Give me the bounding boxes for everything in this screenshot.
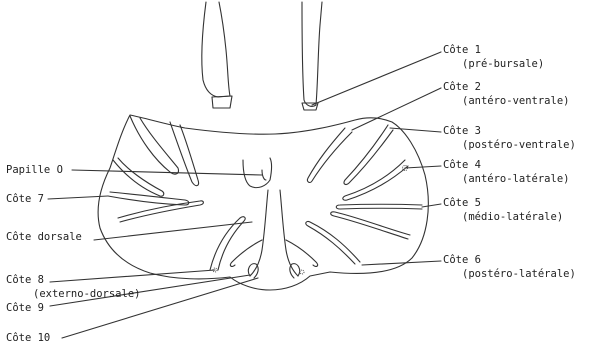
label-cote3-sub: (postéro-ventrale) xyxy=(462,139,576,151)
leader-papille xyxy=(72,170,262,175)
right-ray-6 xyxy=(331,212,410,239)
leader-cote10 xyxy=(62,278,258,338)
label-cote2: Côte 2 xyxy=(443,81,481,93)
left-ray-6 xyxy=(118,201,203,222)
dorsal-ray-branch-left xyxy=(230,240,262,266)
label-cote2-sub: (antéro-ventrale) xyxy=(462,95,569,107)
leader-cote2 xyxy=(352,88,441,130)
dorsal-ray-stem xyxy=(250,190,268,276)
label-cote3: Côte 3 xyxy=(443,125,481,137)
leader-cote6 xyxy=(362,261,441,265)
label-cote5-sub: (médio-latérale) xyxy=(462,211,563,223)
label-cote7: Côte 7 xyxy=(6,193,44,205)
label-cote6-sub: (postéro-latérale) xyxy=(462,268,576,280)
left-ray-3 xyxy=(170,122,199,186)
label-papille: Papille O xyxy=(6,164,63,176)
left-ray-5 xyxy=(108,192,189,205)
right-ray-2 xyxy=(307,128,352,182)
papilla-tip xyxy=(262,170,266,180)
label-cote9: Côte 9 xyxy=(6,302,44,314)
label-cote8-sub: (externo-dorsale) xyxy=(33,288,140,300)
label-cote-dorsale: Côte dorsale xyxy=(6,231,82,243)
label-cote1: Côte 1 xyxy=(443,44,481,56)
dorsal-ray-branch-right xyxy=(286,240,318,266)
label-cote6: Côte 6 xyxy=(443,254,481,266)
label-cote4-sub: (antéro-latérale) xyxy=(462,173,569,185)
left-gubernaculum-tip xyxy=(212,96,232,108)
left-ray-4 xyxy=(113,158,164,196)
leader-cote3 xyxy=(390,128,441,132)
leader-cote5 xyxy=(422,204,441,207)
label-cote4: Côte 4 xyxy=(443,159,481,171)
leader-cote8 xyxy=(50,270,215,282)
dorsal-ray-stem-2 xyxy=(280,190,298,276)
right-ray-5 xyxy=(336,204,422,209)
papilla-cone xyxy=(243,158,272,188)
right-spicule xyxy=(302,2,322,106)
label-cote10: Côte 10 xyxy=(6,332,50,344)
label-cote1-sub: (pré-bursale) xyxy=(462,58,544,70)
label-cote8: Côte 8 xyxy=(6,274,44,286)
left-spicule xyxy=(202,2,230,97)
label-cote5: Côte 5 xyxy=(443,197,481,209)
right-ray-dorsal xyxy=(306,221,360,264)
